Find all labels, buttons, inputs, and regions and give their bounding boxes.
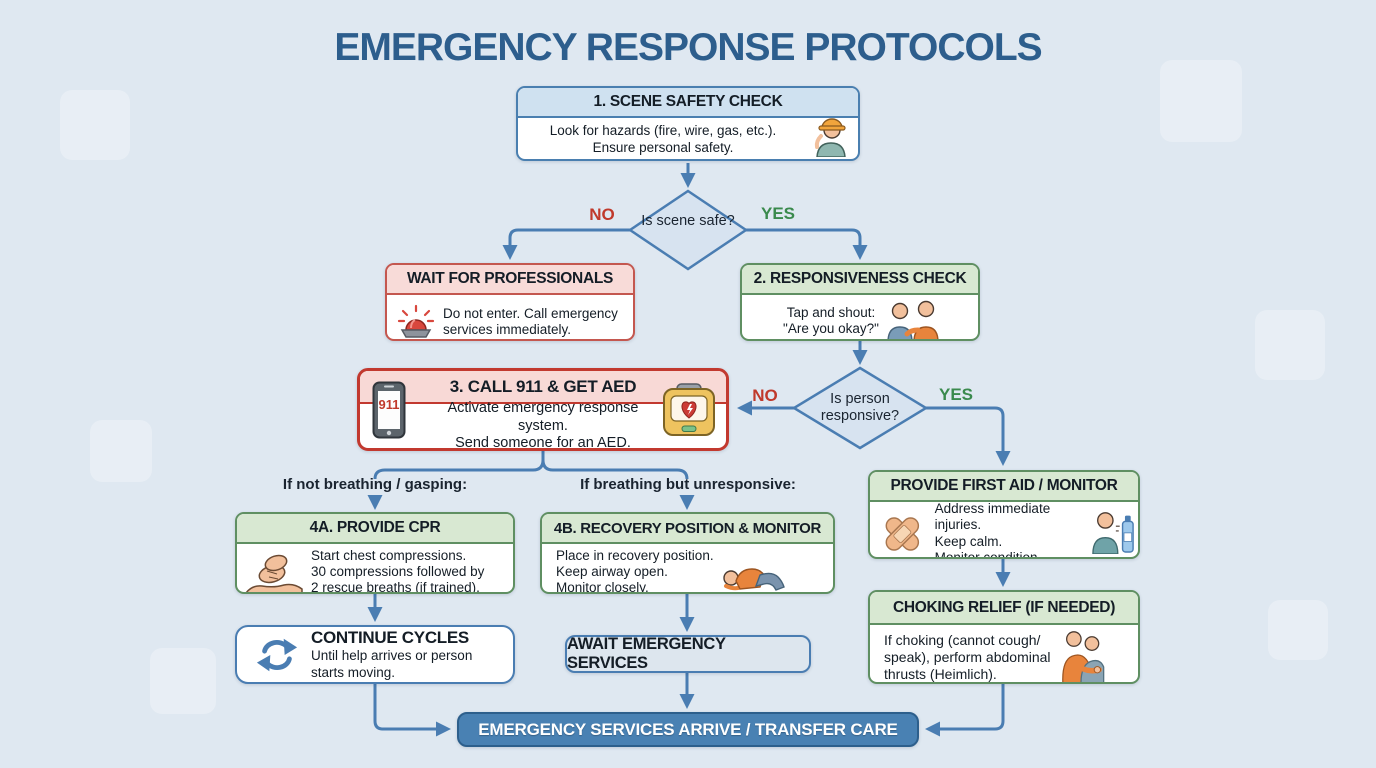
node-header: PROVIDE FIRST AID / MONITOR: [870, 472, 1138, 502]
background-deco: [1268, 600, 1328, 660]
background-deco: [1255, 310, 1325, 380]
decision-scene-safe-diamond: [627, 189, 749, 271]
background-deco: [90, 420, 152, 482]
node-body-text: Place in recovery position. Keep airway …: [556, 547, 714, 594]
phone-911-icon: 911: [372, 381, 406, 438]
connector-yes-to-firstaid: [926, 406, 1011, 466]
node-body-text: Until help arrives or person starts movi…: [311, 648, 473, 680]
node-body-text: Do not enter. Call emergency services im…: [443, 305, 618, 337]
cpr-hands-icon: [245, 554, 303, 592]
connector-split-right: [541, 459, 689, 480]
connector-continue-to-transfer: [373, 684, 451, 737]
connector-no-to-wait: [502, 228, 630, 260]
node-header: 1. SCENE SAFETY CHECK: [518, 88, 858, 118]
branch-label-breathing: If breathing but unresponsive:: [580, 476, 796, 493]
label-no-scene: NO: [589, 205, 615, 224]
decision-scene-safe-question: Is scene safe?: [641, 213, 735, 229]
node-header: 4A. PROVIDE CPR: [237, 514, 513, 544]
recovery-position-icon: [722, 568, 785, 591]
label-yes-responsive: YES: [938, 385, 974, 404]
node-body-text: If choking (cannot cough/ speak), perfor…: [884, 632, 1051, 682]
page-title: EMERGENCY RESPONSE PROTOCOLS: [334, 26, 1042, 69]
node-provide-first-aid: PROVIDE FIRST AID / MONITOR Address imme…: [868, 470, 1140, 559]
label-yes-scene: YES: [760, 204, 796, 223]
aed-icon: [663, 382, 715, 436]
node-body-text: Address immediate injuries. Keep calm. M…: [934, 501, 1051, 559]
node-body-text: Look for hazards (fire, wire, gas, etc.)…: [549, 123, 777, 155]
node-choking-relief: CHOKING RELIEF (IF NEEDED) If choking (c…: [868, 590, 1140, 684]
node-header: 3. CALL 911 & GET AED: [360, 371, 726, 404]
node-header: WAIT FOR PROFESSIONALS: [387, 265, 633, 295]
connector-yes-to-responsiveness: [746, 228, 868, 260]
background-deco: [150, 648, 216, 714]
node-header: CONTINUE CYCLES: [311, 628, 469, 648]
decision-responsive-question: Is person responsive?: [820, 391, 900, 424]
person-water-icon: [1092, 512, 1134, 554]
node-await-emergency-services: AWAIT EMERGENCY SERVICES: [565, 635, 811, 673]
node-provide-cpr: 4A. PROVIDE CPR Start chest compressions…: [235, 512, 515, 594]
label-no-responsive: NO: [752, 386, 778, 405]
node-responsiveness-check: 2. RESPONSIVENESS CHECK Tap and shout: "…: [740, 263, 980, 341]
bandage-icon: [885, 516, 920, 551]
node-body-text: Activate emergency response system. Send…: [447, 400, 639, 451]
heimlich-icon: [1061, 630, 1104, 682]
worker-hardhat-icon: [814, 118, 846, 157]
node-scene-safety-check: 1. SCENE SAFETY CHECK Look for hazards (…: [516, 86, 860, 161]
node-transfer-care: EMERGENCY SERVICES ARRIVE / TRANSFER CAR…: [457, 712, 919, 747]
tap-shoulder-icon: [887, 300, 939, 339]
node-body-text: Start chest compressions. 30 compression…: [311, 547, 485, 594]
branch-label-not-breathing: If not breathing / gasping:: [282, 476, 468, 493]
node-call-911-get-aed: 3. CALL 911 & GET AED Activate emergency…: [357, 368, 729, 451]
cycle-icon: [256, 638, 298, 671]
node-continue-cycles: CONTINUE CYCLES Until help arrives or pe…: [235, 625, 515, 684]
node-header: 4B. RECOVERY POSITION & MONITOR: [542, 514, 833, 544]
siren-icon: [397, 304, 435, 338]
node-header: CHOKING RELIEF (IF NEEDED): [870, 592, 1138, 625]
node-recovery-position: 4B. RECOVERY POSITION & MONITOR Place in…: [540, 512, 835, 594]
decision-responsive-diamond: [791, 366, 929, 450]
phone-911-label: 911: [379, 397, 400, 412]
node-header: 2. RESPONSIVENESS CHECK: [742, 265, 978, 295]
node-wait-for-professionals: WAIT FOR PROFESSIONALS Do not enter. Cal…: [385, 263, 635, 341]
background-deco: [1160, 60, 1242, 142]
connector-split-left: [373, 459, 545, 480]
connector-choking-to-transfer: [925, 684, 1005, 737]
background-deco: [60, 90, 130, 160]
node-body-text: Tap and shout: "Are you okay?": [783, 304, 879, 336]
